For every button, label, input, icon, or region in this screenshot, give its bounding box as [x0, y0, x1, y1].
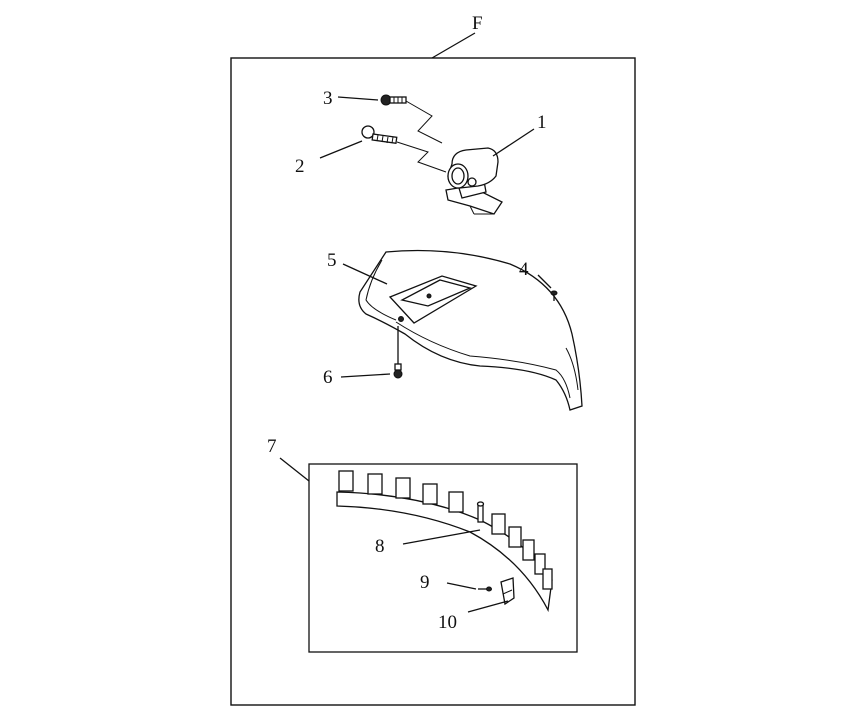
callout-5: 5 [327, 250, 337, 271]
leader-5 [342, 263, 388, 285]
leader-3 [337, 96, 379, 101]
callout-10: 10 [438, 612, 457, 633]
leader-10 [467, 600, 509, 613]
callout-9: 9 [420, 572, 430, 593]
screw-part-2 [361, 125, 398, 145]
guard-cover-part-5 [358, 249, 583, 411]
assembly-leader-line [431, 32, 476, 59]
assembly-path-3 [405, 100, 443, 144]
clip-part-10 [500, 577, 515, 606]
blade-strip-part-8 [336, 470, 553, 613]
callout-1: 1 [537, 112, 547, 133]
leader-2 [319, 140, 363, 159]
callout-8: 8 [375, 536, 385, 557]
clamp-bracket-part-1 [445, 147, 503, 215]
leader-1 [492, 128, 535, 157]
screw-part-9 [478, 586, 492, 592]
screw-part-4 [550, 290, 558, 301]
leader-7 [279, 457, 310, 482]
callout-2: 2 [295, 156, 305, 177]
assembly-label: F [472, 13, 483, 34]
leader-4 [537, 274, 552, 289]
leader-6 [340, 373, 391, 378]
clamp-assembly [361, 94, 503, 215]
callout-3: 3 [323, 88, 333, 109]
leader-8 [402, 529, 481, 545]
leader-9 [446, 582, 477, 590]
assembly-path-2 [396, 141, 447, 173]
screw-part-3 [380, 94, 407, 106]
callout-4: 4 [519, 259, 529, 280]
screw-part-6 [393, 326, 403, 379]
sub-assembly-frame [308, 463, 578, 653]
callout-6: 6 [323, 367, 333, 388]
outer-frame [230, 57, 636, 706]
callout-7: 7 [267, 436, 277, 457]
